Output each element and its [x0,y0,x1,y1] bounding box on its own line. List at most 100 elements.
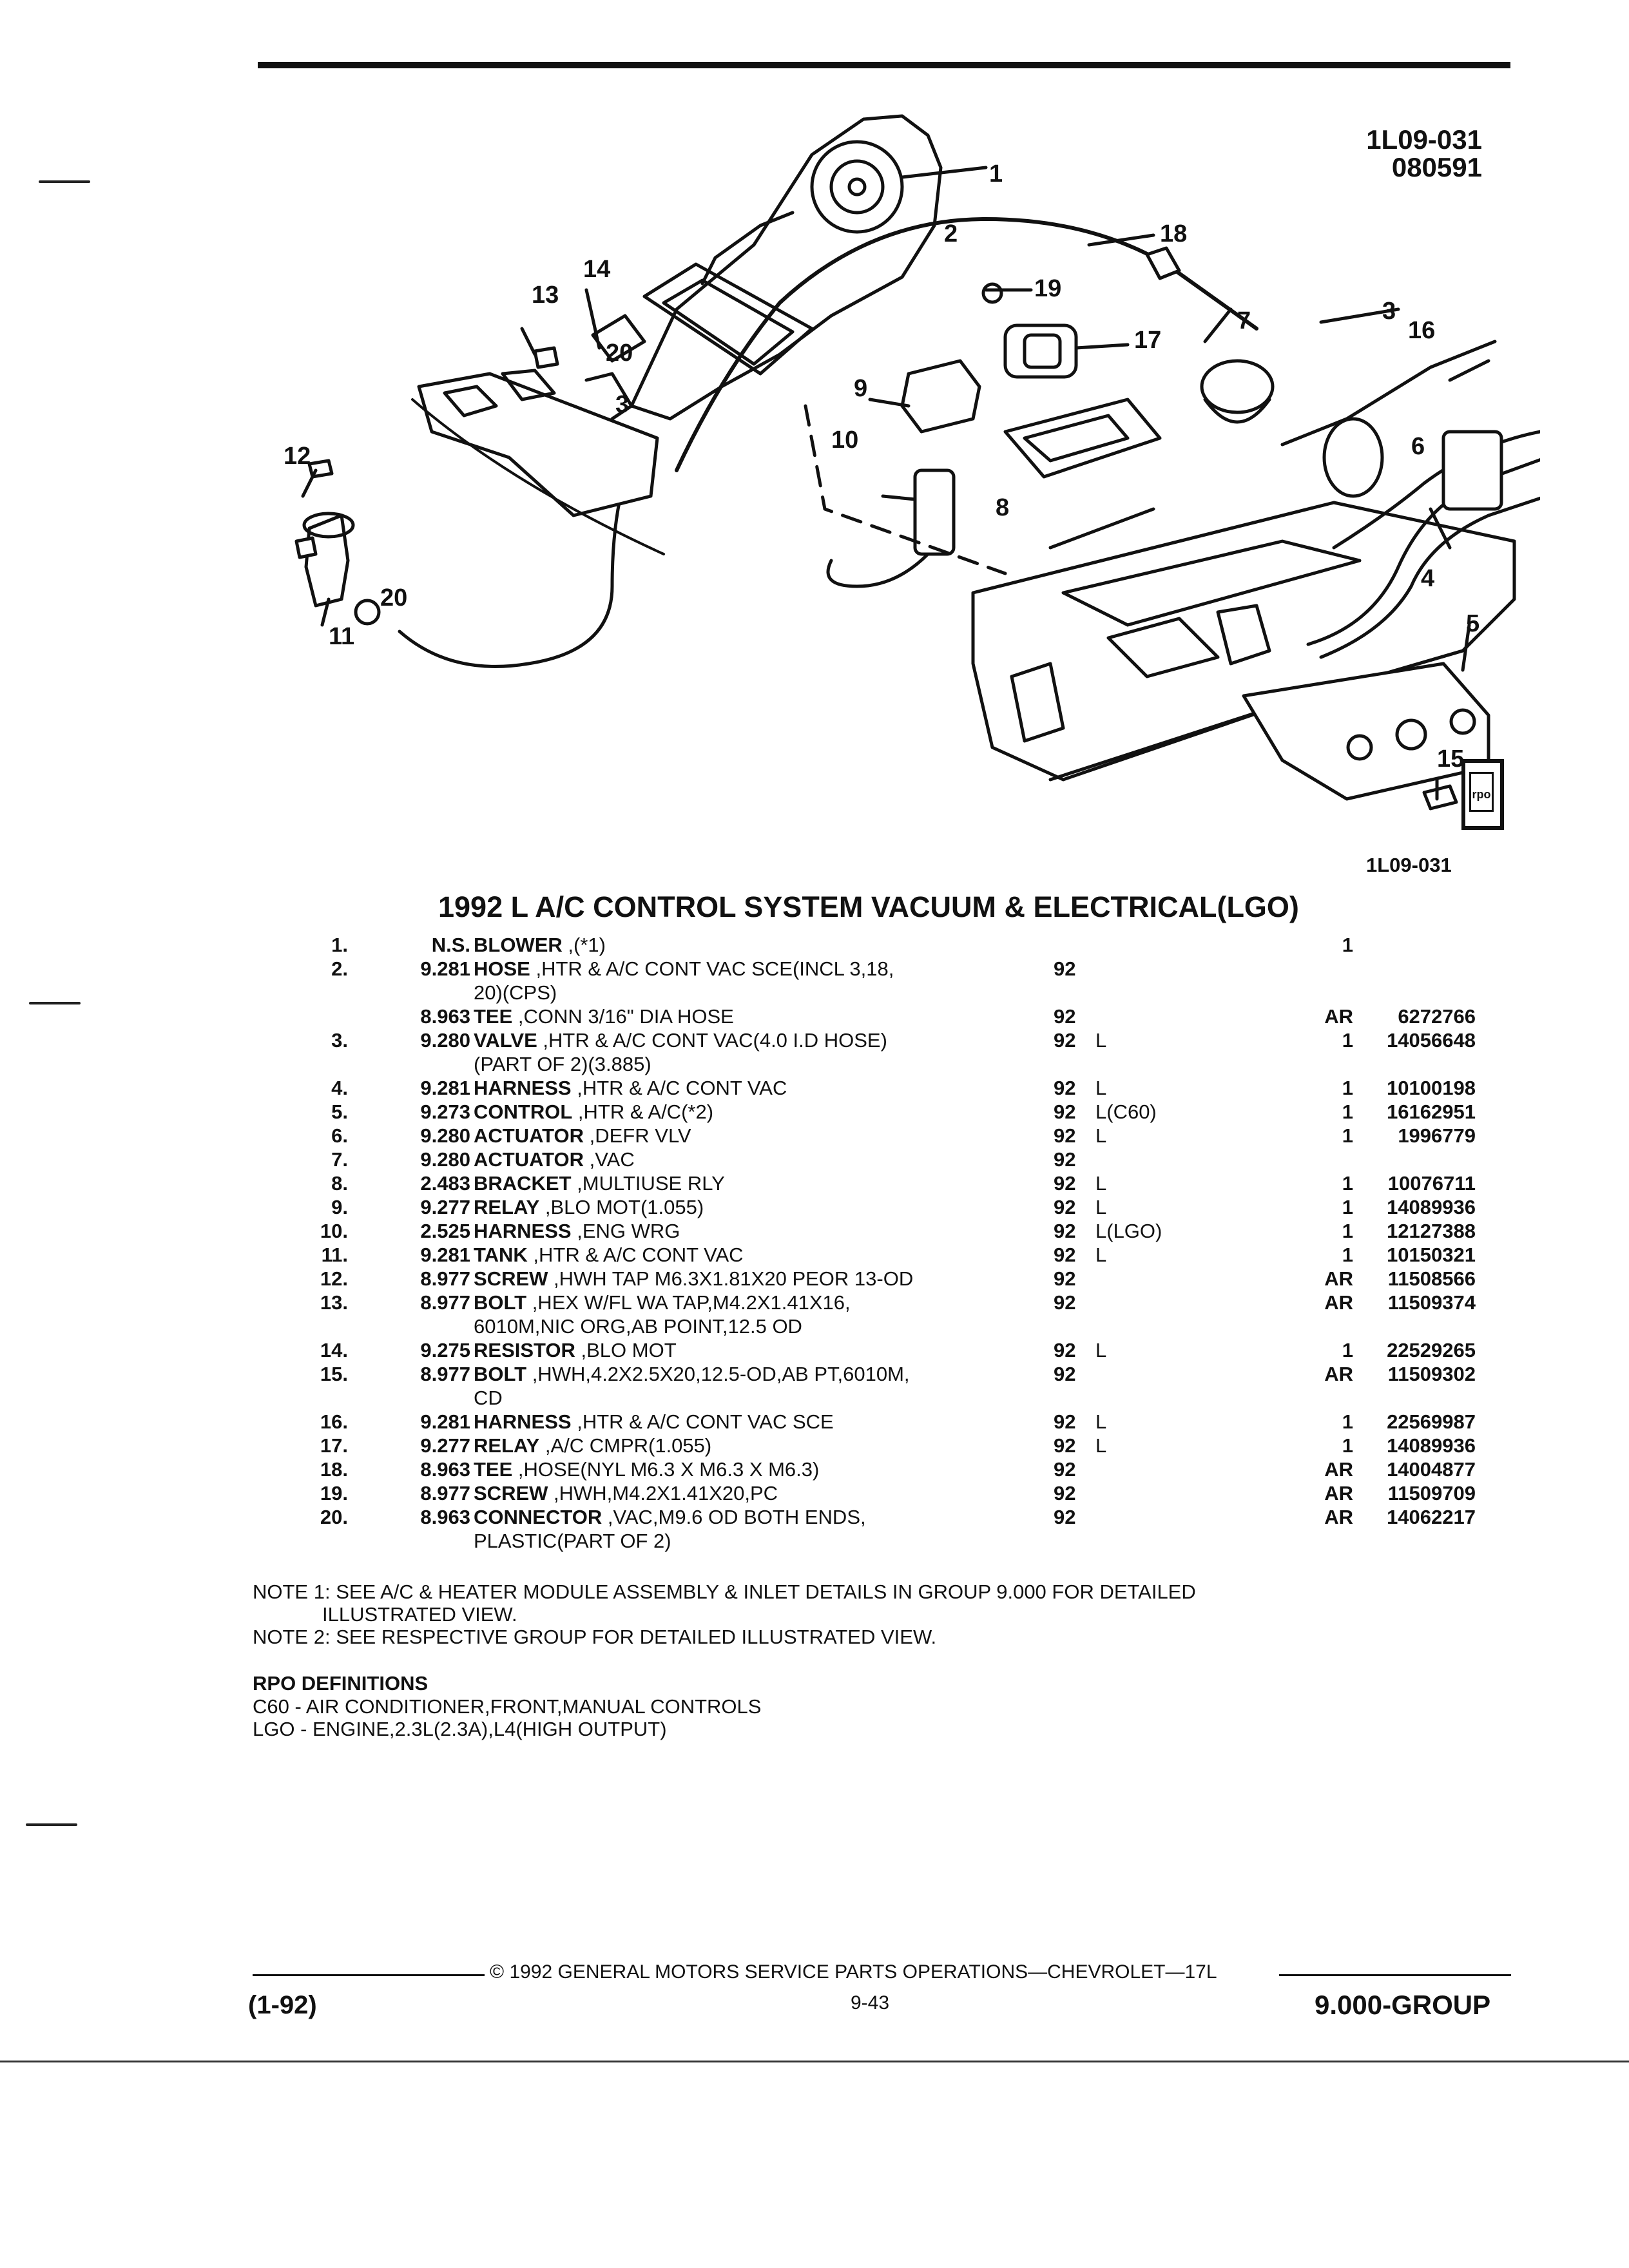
model-year: 92 [1054,1291,1076,1314]
part-number: 11508566 [1387,1267,1476,1290]
quantity: 1 [1342,1100,1353,1123]
part-description: CD [474,1386,1118,1410]
parts-row: CD [296,1386,1392,1410]
part-number: 14089936 [1387,1196,1476,1218]
part-detail: ,VAC,M9.6 OD BOTH ENDS, [602,1506,866,1528]
item-number: 14. [320,1339,348,1361]
binder-mark [39,180,90,183]
part-detail: ,HWH TAP M6.3X1.81X20 PEOR 13-OD [548,1267,914,1290]
binder-mark [29,1002,81,1004]
callout-label: 12 [284,443,311,470]
callout-label: 20 [606,340,633,367]
application: L(C60) [1095,1100,1157,1123]
quantity: 1 [1342,1029,1353,1052]
item-number: 11. [321,1244,348,1266]
callout-label: 7 [1237,307,1251,334]
part-detail: ,HWH,M4.2X1.41X20,PC [548,1482,778,1504]
part-detail: ,HWH,4.2X2.5X20,12.5-OD,AB PT,6010M, [526,1363,910,1385]
part-description: HARNESS ,HTR & A/C CONT VAC SCE [474,1410,1118,1434]
group-number: 8.977 [420,1291,470,1314]
group-number: 8.977 [420,1363,470,1385]
application: L [1095,1029,1107,1052]
part-description: 20)(CPS) [474,981,1118,1004]
part-description: HOSE ,HTR & A/C CONT VAC SCE(INCL 3,18, [474,957,1118,981]
quantity: 1 [1342,1077,1353,1099]
quantity: 1 [1342,1172,1353,1195]
model-year: 92 [1054,1220,1076,1242]
item-number: 20. [320,1506,348,1528]
part-name: BLOWER [474,934,563,956]
note-2: NOTE 2: SEE RESPECTIVE GROUP FOR DETAILE… [253,1626,937,1648]
parts-row: PLASTIC(PART OF 2) [296,1529,1392,1553]
part-description: SCREW ,HWH TAP M6.3X1.81X20 PEOR 13-OD [474,1267,1118,1291]
quantity: 1 [1342,1339,1353,1361]
revision-date: (1-92) [248,1991,317,2019]
part-detail: ,BLO MOT(1.055) [539,1196,704,1218]
callout-label: 4 [1421,565,1434,592]
footer-rule [253,1974,485,1976]
part-description: BOLT ,HEX W/FL WA TAP,M4.2X1.41X16, [474,1291,1118,1314]
application: L(LGO) [1095,1220,1162,1242]
model-year: 92 [1054,1506,1076,1528]
part-detail: ,DEFR VLV [584,1124,691,1147]
note-1-continued: ILLUSTRATED VIEW. [322,1603,517,1626]
group-number: 9.281 [420,1244,470,1266]
group-number: 9.273 [420,1100,470,1123]
part-number: 14062217 [1387,1506,1476,1528]
item-number: 13. [320,1291,348,1314]
copyright-line: © 1992 GENERAL MOTORS SERVICE PARTS OPER… [490,1961,1217,1983]
part-detail: CD [474,1387,503,1409]
part-description: BLOWER ,(*1) [474,933,1118,957]
part-name: BOLT [474,1363,527,1385]
figure-caption: 1L09-031 [1366,854,1452,876]
model-year: 92 [1054,1124,1076,1147]
quantity: AR [1324,1005,1353,1028]
group-number: N.S. [431,934,470,956]
part-detail: ,HTR & A/C CONT VAC [527,1244,744,1266]
callout-label: 11 [329,623,354,650]
part-description: CONNECTOR ,VAC,M9.6 OD BOTH ENDS, [474,1505,1118,1529]
item-number: 3. [331,1029,348,1052]
rpo-definition: C60 - AIR CONDITIONER,FRONT,MANUAL CONTR… [253,1695,762,1718]
part-detail: ,BLO MOT [575,1339,677,1361]
quantity: 1 [1342,1196,1353,1218]
callout-label: 5 [1466,610,1480,637]
item-number: 8. [331,1172,348,1195]
group-number: 9.281 [420,1077,470,1099]
quantity: AR [1324,1482,1353,1504]
part-name: CONTROL [474,1100,573,1123]
page-title: 1992 L A/C CONTROL SYSTEM VACUUM & ELECT… [438,890,1299,923]
part-name: SCREW [474,1267,548,1290]
part-detail: ,HEX W/FL WA TAP,M4.2X1.41X16, [526,1291,851,1314]
part-detail: ,MULTIUSE RLY [571,1172,725,1195]
application: L [1095,1124,1107,1147]
part-detail: ,HTR & A/C CONT VAC(4.0 I.D HOSE) [537,1029,887,1052]
part-description: CONTROL ,HTR & A/C(*2) [474,1100,1118,1124]
callout-label: 20 [380,584,407,611]
part-name: TEE [474,1005,513,1028]
group-number: 2.483 [420,1172,470,1195]
part-name: RELAY [474,1434,540,1457]
part-description: TEE ,CONN 3/16" DIA HOSE [474,1004,1118,1028]
model-year: 92 [1054,1005,1076,1028]
application: L [1095,1410,1107,1433]
part-number: 1996779 [1398,1124,1476,1147]
part-number: 6272766 [1398,1005,1476,1028]
part-number: 22529265 [1387,1339,1476,1361]
part-number: 10076711 [1387,1172,1476,1195]
part-number: 22569987 [1387,1410,1476,1433]
model-year: 92 [1054,1077,1076,1099]
model-year: 92 [1054,1339,1076,1361]
parts-row: (PART OF 2)(3.885) [296,1052,1392,1076]
callout-label: 6 [1411,433,1425,460]
part-detail: (PART OF 2)(3.885) [474,1053,651,1075]
part-name: BOLT [474,1291,527,1314]
